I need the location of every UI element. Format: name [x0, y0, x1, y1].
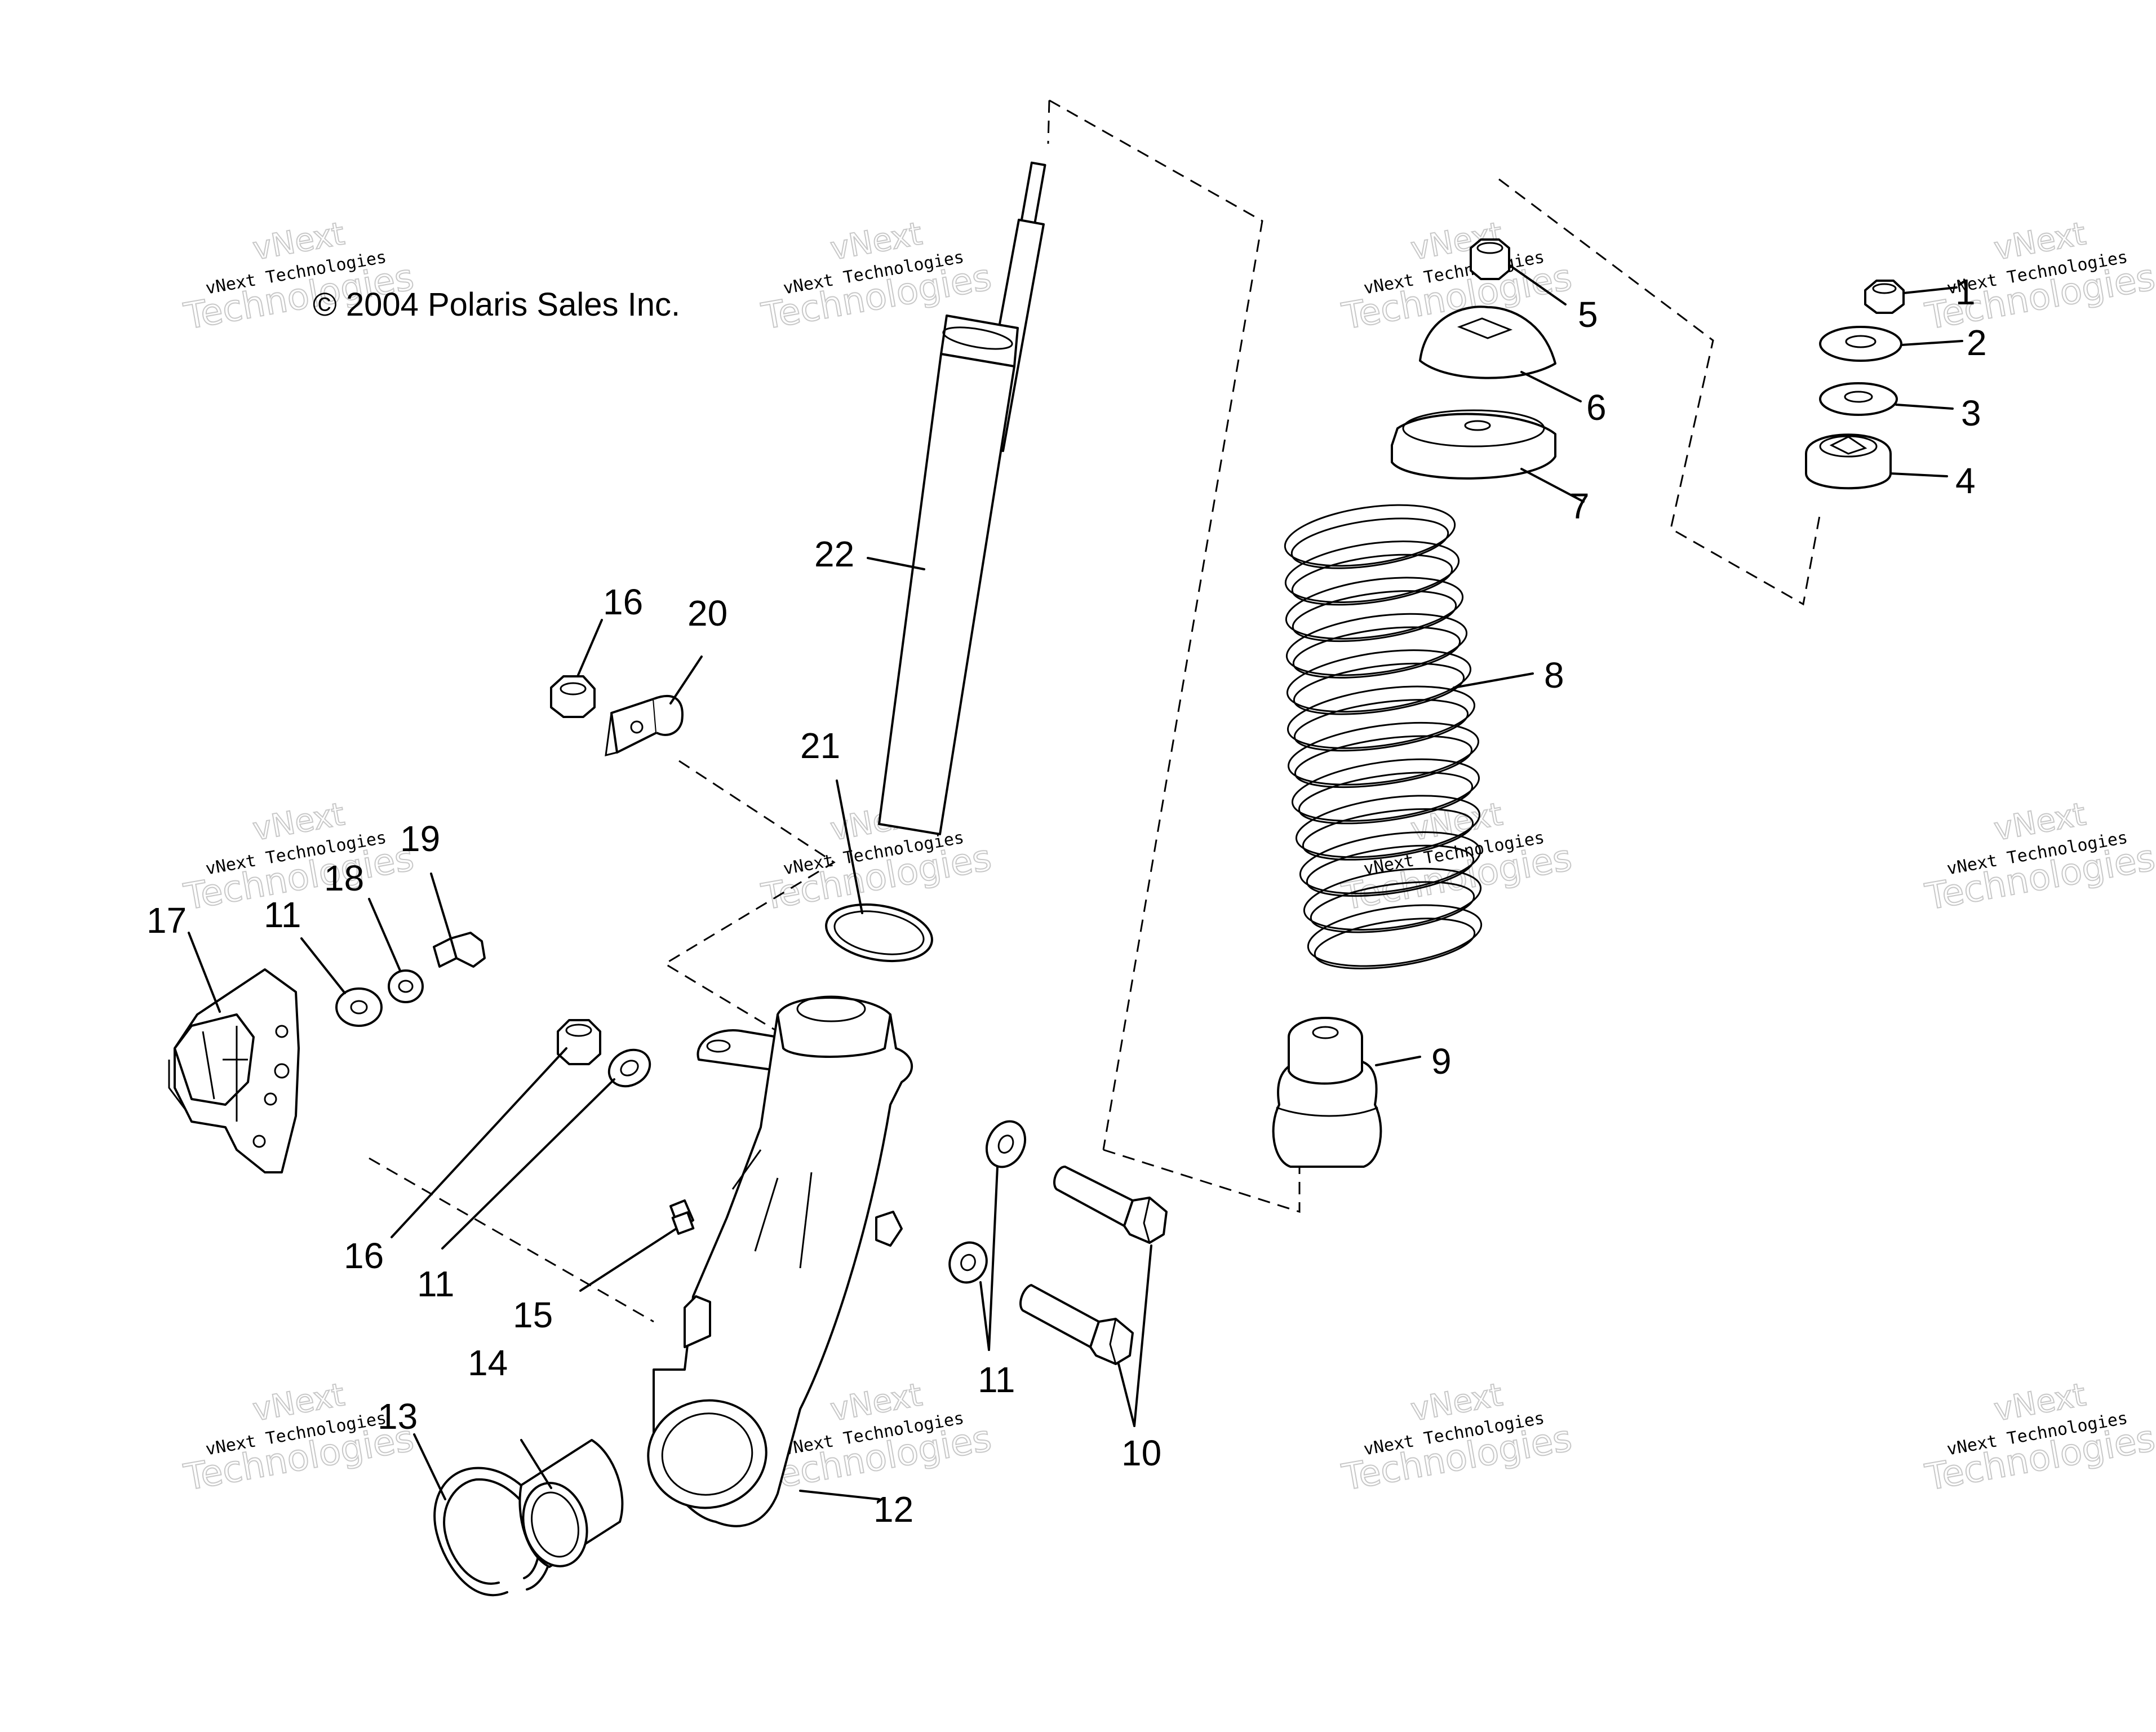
clamp-part-20 — [605, 695, 684, 756]
callout-12: 12 — [873, 1489, 913, 1530]
washer-part-18 — [388, 969, 424, 1003]
spring-coil — [1295, 795, 1481, 858]
spring-coil-inner — [1310, 881, 1475, 933]
bolt-part-10-upper — [1053, 1166, 1168, 1244]
spring-coil-inner — [1292, 590, 1457, 643]
spring-coil — [1299, 831, 1481, 894]
callout-11-caliper: 11 — [264, 894, 301, 935]
spring-coil — [1286, 649, 1472, 713]
spring-coil — [1285, 577, 1464, 640]
callout-11-lower: 11 — [417, 1264, 454, 1304]
spring-coil-inner — [1292, 626, 1461, 679]
nut-part-16-upper — [550, 675, 596, 718]
spring-coil — [1307, 904, 1483, 967]
callout-6: 6 — [1586, 387, 1607, 428]
spring-coil — [1285, 613, 1468, 676]
grease-fitting-part-15 — [669, 1199, 695, 1235]
retainer-part-6 — [1419, 305, 1556, 379]
bolt-part-10-lower — [1019, 1284, 1134, 1365]
spring-coil-inner — [1314, 918, 1476, 969]
callout-13: 13 — [378, 1396, 418, 1437]
nut-part-16-lower — [557, 1019, 601, 1065]
spring-coil — [1291, 758, 1480, 822]
spring-coil-inner — [1294, 735, 1473, 789]
spring-coil-inner — [1290, 517, 1449, 569]
callout-1: 1 — [1955, 272, 1976, 312]
callout-7: 7 — [1569, 486, 1590, 526]
bump-stop-part-9 — [1272, 1017, 1382, 1168]
callout-4: 4 — [1955, 460, 1976, 501]
brake-caliper-part-17 — [168, 968, 300, 1173]
callout-11-right: 11 — [978, 1359, 1015, 1400]
callout-2: 2 — [1967, 322, 1987, 363]
callout-10: 10 — [1121, 1433, 1161, 1473]
callout-labels: 1 2 3 4 5 6 7 8 9 10 11 11 11 12 13 14 1… — [147, 272, 1987, 1530]
spring-coil-inner — [1293, 699, 1469, 752]
bolt-part-19 — [433, 932, 486, 968]
callout-15: 15 — [513, 1295, 553, 1335]
washer-part-11-caliper — [335, 987, 383, 1027]
callout-17: 17 — [147, 900, 187, 941]
o-ring-part-21 — [825, 903, 933, 963]
callout-16-lower: 16 — [344, 1235, 384, 1276]
coil-spring-part-8 — [1284, 504, 1483, 969]
washer-part-11-upper — [607, 1048, 651, 1088]
callout-20: 20 — [687, 593, 727, 634]
callout-5: 5 — [1578, 294, 1598, 335]
washer-part-3 — [1819, 382, 1898, 416]
spring-coil — [1303, 867, 1482, 931]
spring-coil — [1288, 721, 1479, 786]
spindle-part-12 — [647, 995, 913, 1527]
spring-coil — [1284, 504, 1456, 567]
cup-part-4 — [1805, 433, 1892, 490]
callout-22: 22 — [814, 534, 854, 574]
callout-9: 9 — [1431, 1041, 1452, 1082]
washer-part-11-right-upper — [985, 1120, 1027, 1168]
nut-part-1 — [1864, 280, 1905, 314]
callout-3: 3 — [1961, 393, 1981, 433]
spring-coil-inner — [1291, 553, 1453, 606]
retainer-part-7 — [1391, 409, 1556, 480]
copyright-text: © 2004 Polaris Sales Inc. — [313, 286, 680, 323]
callout-18: 18 — [324, 858, 364, 898]
callout-16-upper: 16 — [603, 582, 643, 622]
washer-part-2 — [1819, 326, 1902, 362]
spring-coil-inner — [1293, 662, 1465, 715]
callout-8: 8 — [1544, 655, 1564, 696]
spring-coil — [1284, 541, 1460, 604]
spring-coil-inner — [1298, 772, 1474, 825]
leader-lines — [188, 264, 1963, 1500]
shock-absorber-part-22 — [878, 161, 1046, 835]
callout-21: 21 — [800, 725, 840, 766]
callout-19: 19 — [400, 818, 440, 859]
washer-part-11-right-lower — [948, 1241, 988, 1284]
nut-part-5 — [1470, 238, 1510, 280]
spring-coil-inner — [1302, 808, 1474, 861]
bearing-part-14 — [518, 1439, 624, 1568]
spring-coil-inner — [1306, 844, 1475, 897]
callout-14: 14 — [468, 1343, 508, 1383]
spring-coil — [1286, 685, 1476, 749]
